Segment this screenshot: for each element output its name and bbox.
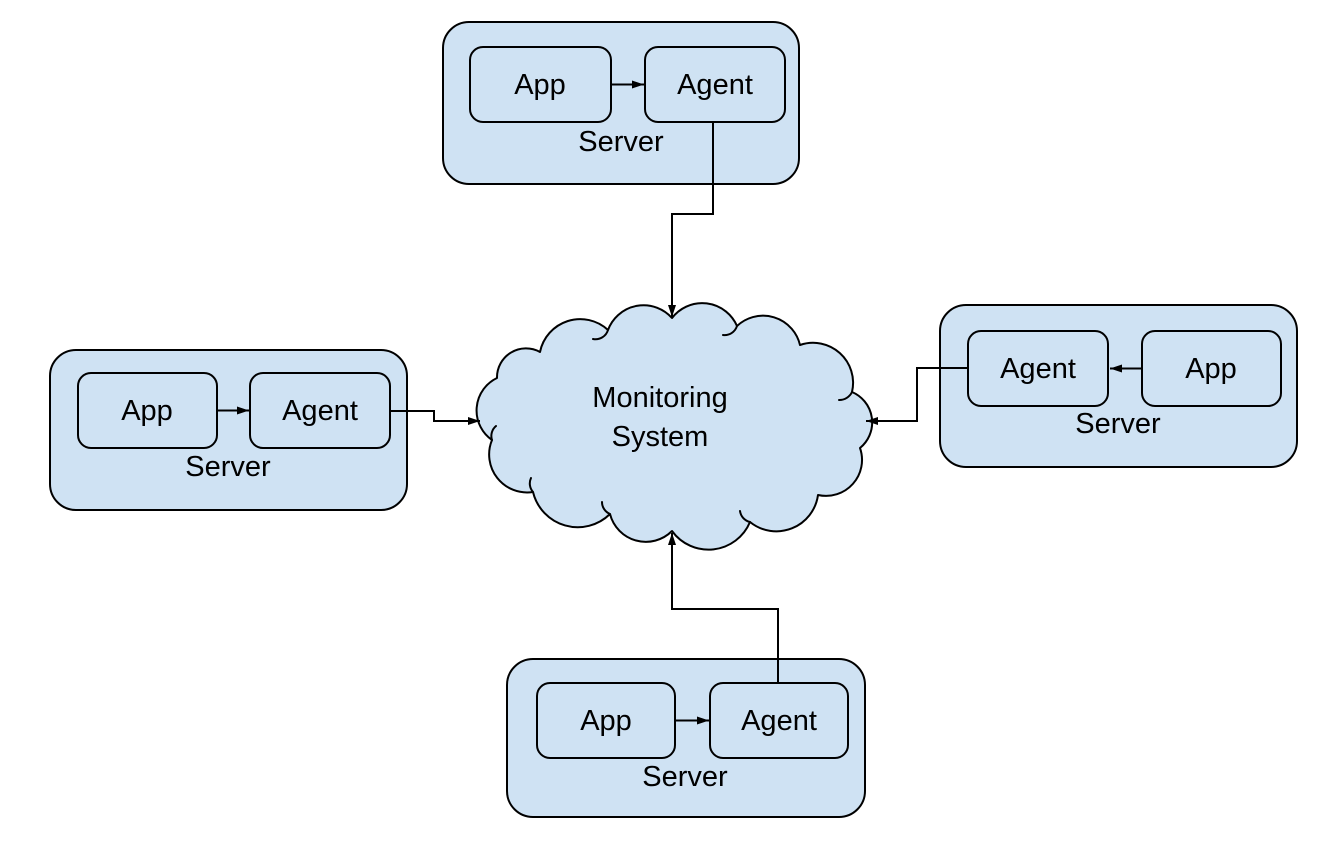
server-right: Agent App Server [939,304,1298,468]
server-bottom: App Agent Server [506,658,866,818]
cloud-label-line1: Monitoring [592,382,727,414]
monitoring-cloud-node: Monitoring System [475,302,874,551]
cloud-seam-marks [490,325,853,523]
edge-bottom-agent-to-cloud [668,533,779,683]
server-left: App Agent Server [49,349,408,511]
server-bottom-agent-label: Agent [741,705,817,737]
server-bottom-label: Server [642,761,728,793]
server-right-label: Server [1075,408,1161,440]
server-top-agent-label: Agent [677,69,753,101]
cloud-label-line2: System [612,421,709,453]
server-top-label: Server [578,126,664,158]
server-left-app-label: App [121,395,173,427]
server-left-label: Server [185,451,271,483]
edge-left-agent-to-cloud [390,410,480,425]
server-top: App Agent Server [442,21,800,185]
server-left-agent-label: Agent [282,395,358,427]
server-right-agent-label: Agent [1000,353,1076,385]
server-right-app-label: App [1185,353,1237,385]
cloud-connectors [390,122,968,683]
server-top-agent-node [644,46,786,123]
server-top-app-label: App [514,69,566,101]
edge-top-agent-to-cloud [668,122,714,317]
server-bottom-app-label: App [580,705,632,737]
edge-right-agent-to-cloud [866,367,968,425]
cloud-icon [475,302,874,551]
